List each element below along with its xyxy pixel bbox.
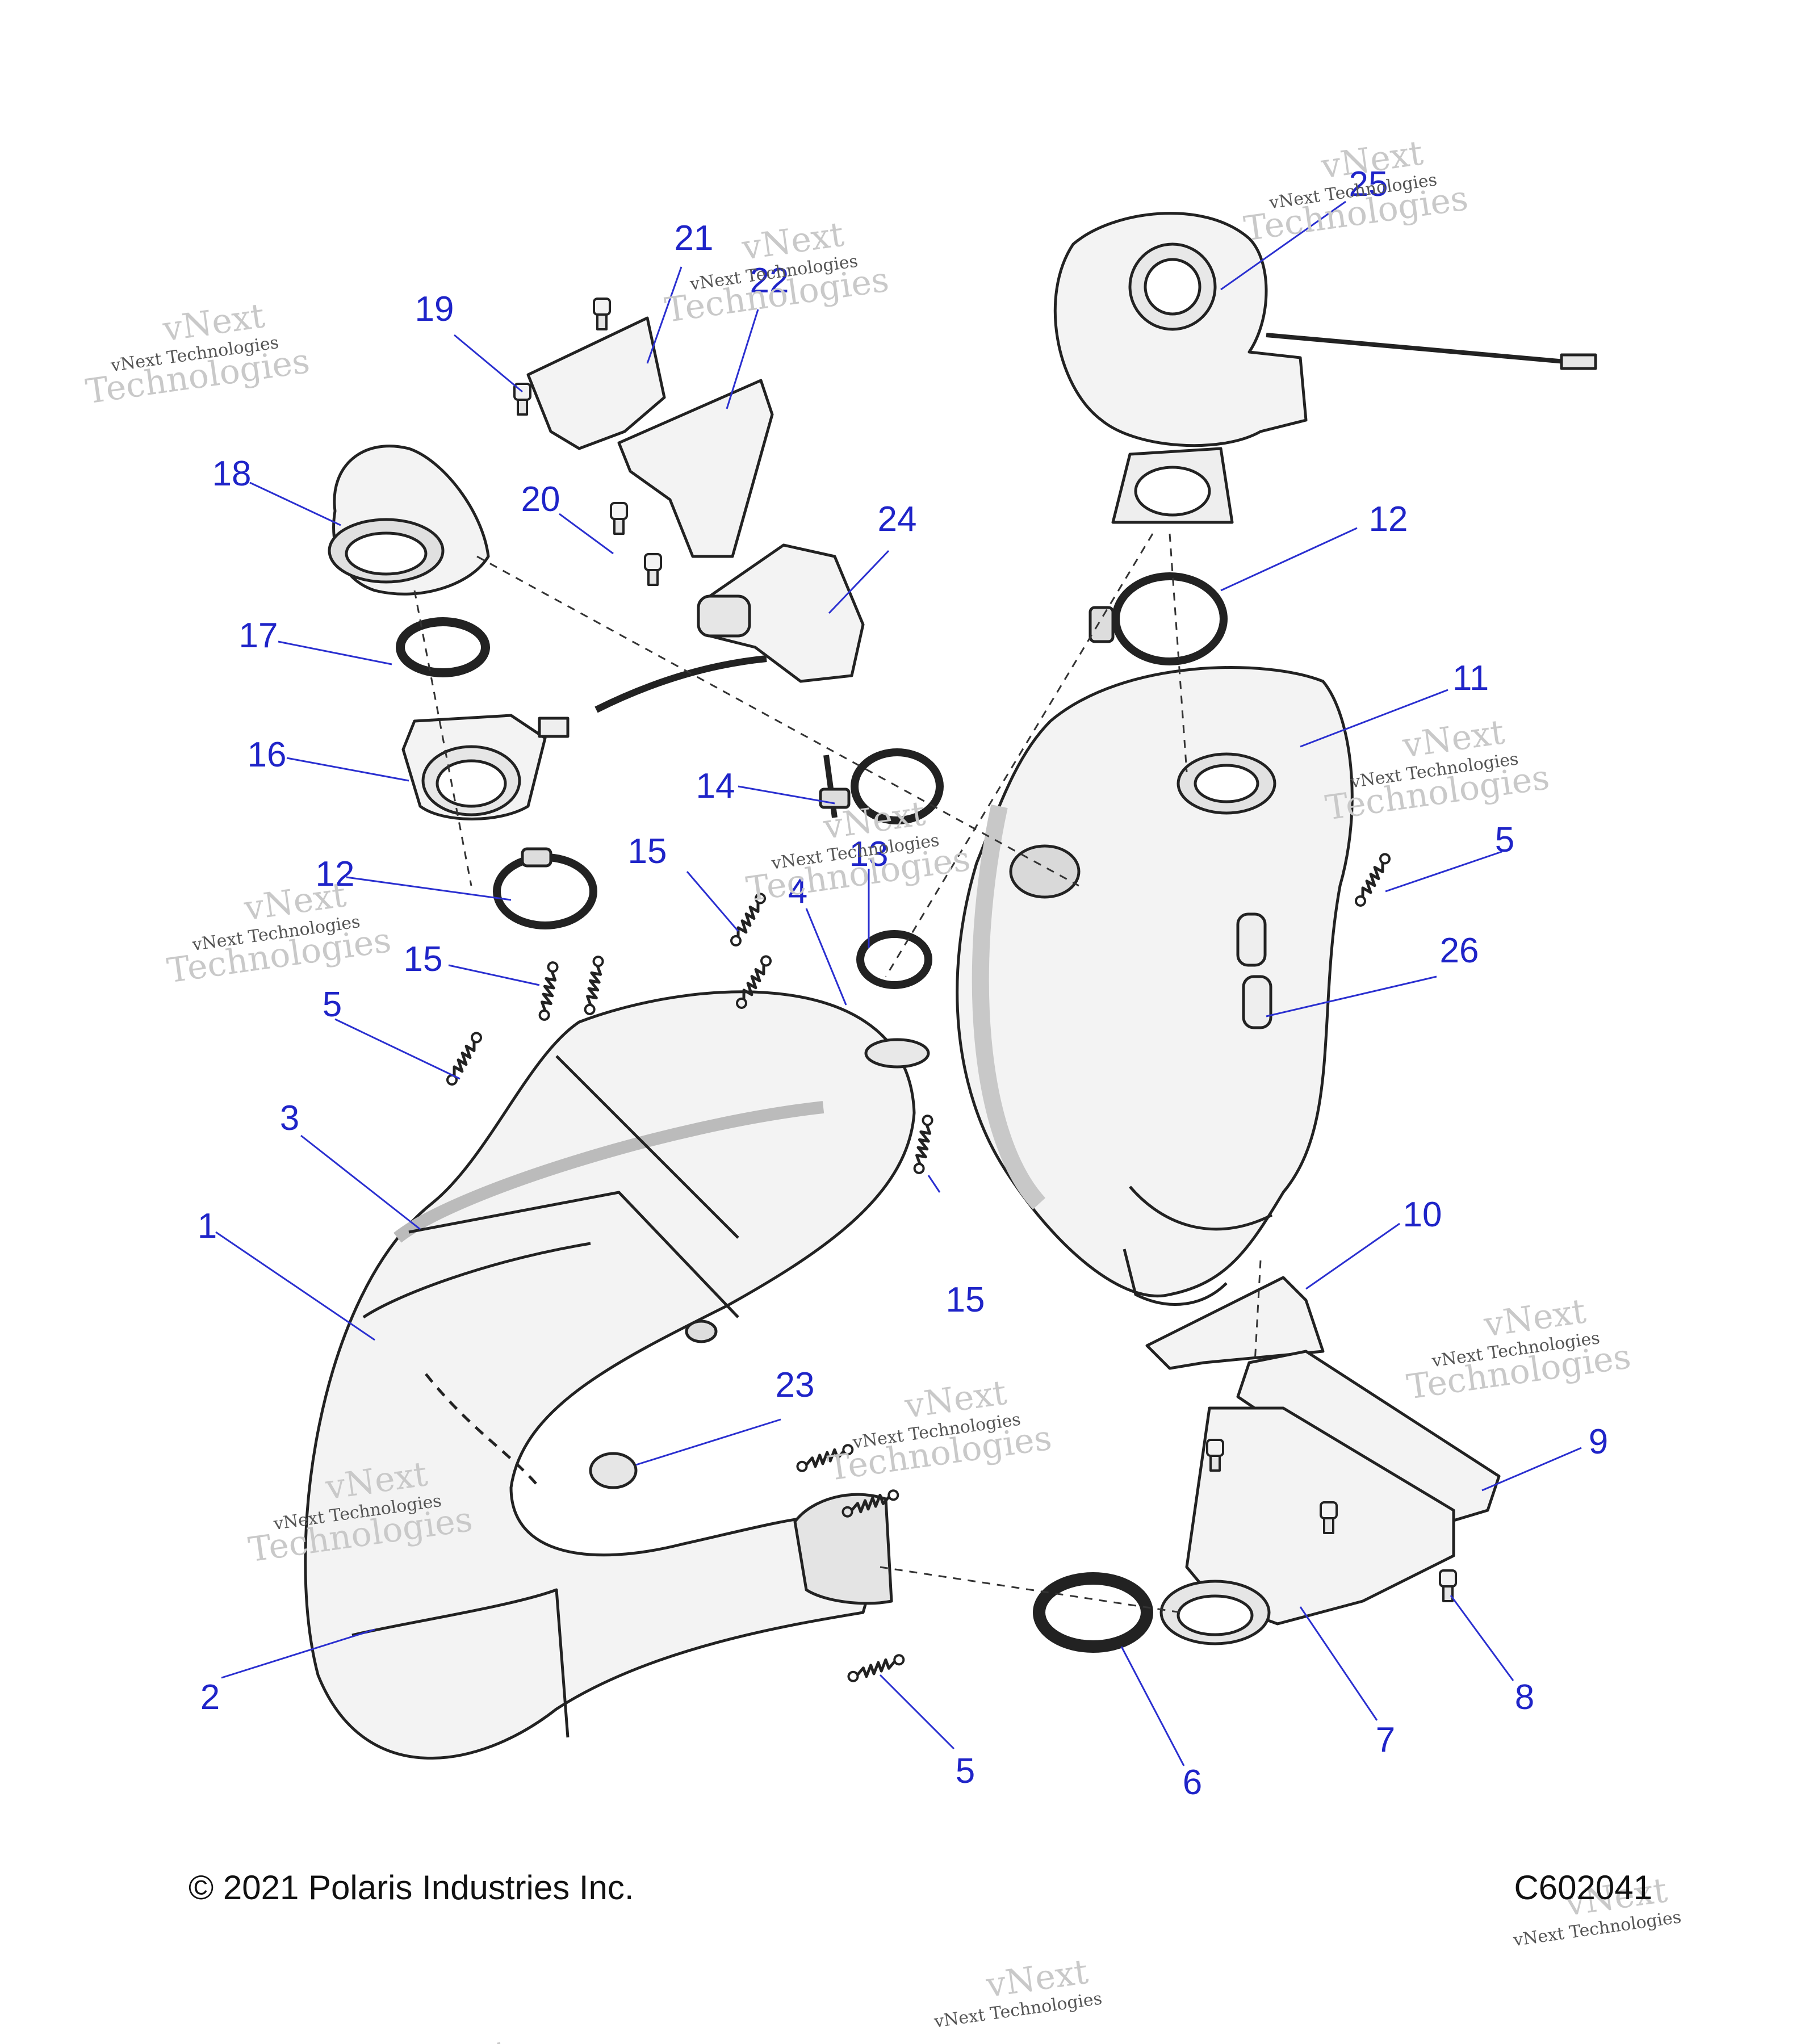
inlet-elbow	[328, 445, 490, 596]
callout-17: 17	[239, 616, 278, 655]
watermark: vNext vNext Technologies Technologies	[1404, 1291, 1633, 1407]
v-band-clamp-upper	[1088, 572, 1228, 665]
callout-12-upper: 12	[1369, 500, 1408, 539]
watermark: vNext vNext Technologies Technologies	[825, 1373, 1054, 1489]
leader-lines	[215, 200, 1582, 1766]
callout-5-left: 5	[323, 985, 342, 1024]
callout-labels: 1 2 3 4 5 5 5 6 7 8 9 10 11 12 12 13 14 …	[198, 165, 1608, 1802]
gasket-ring	[856, 930, 932, 989]
callout-2: 2	[200, 1678, 220, 1717]
spring-5-left	[446, 1032, 483, 1086]
callout-13: 13	[849, 835, 889, 874]
watermark: vNext vNext Technologies Technologies	[165, 875, 393, 991]
callout-15-left: 15	[404, 940, 443, 979]
callout-3: 3	[280, 1099, 299, 1138]
turbocharger	[1053, 212, 1597, 524]
callout-6: 6	[1183, 1763, 1202, 1802]
bolt-19	[514, 384, 530, 414]
muffler-bracket	[1145, 1276, 1325, 1370]
part-drawings	[304, 212, 1597, 1760]
drawing-code: C602041	[1514, 1869, 1652, 1907]
bolt-20a	[611, 503, 627, 534]
watermark: vNext vNext Technologies	[404, 2033, 512, 2044]
callout-19: 19	[415, 290, 454, 329]
callout-16: 16	[248, 735, 287, 774]
spring-15-e	[914, 1115, 932, 1174]
callout-20: 20	[521, 480, 560, 519]
bracket-lower	[617, 379, 774, 558]
drain-plug	[589, 1452, 638, 1489]
bracket-upper	[526, 316, 666, 450]
callout-21: 21	[675, 219, 714, 258]
bolt-20b	[645, 554, 661, 585]
copyright-notice: © 2021 Polaris Industries Inc.	[189, 1869, 634, 1907]
spring-5-bottom	[847, 1654, 905, 1682]
exhaust-pipe-heat-shield	[304, 990, 916, 1760]
exhaust-clamp	[819, 748, 944, 824]
assembly-lines	[413, 533, 1262, 1614]
manifold-gasket	[1236, 1350, 1501, 1529]
exhaust-seal-ring	[1033, 1572, 1153, 1653]
v-band-clamp-lower	[493, 847, 597, 929]
callout-7: 7	[1376, 1720, 1395, 1760]
svg-text:vNext: vNext	[404, 2033, 512, 2044]
callout-23: 23	[776, 1366, 815, 1405]
inlet-seal-ring	[396, 617, 490, 677]
callout-18: 18	[212, 454, 252, 493]
spring-15-d	[584, 956, 603, 1015]
spring-5-right	[1354, 853, 1391, 907]
slip-joint-ring	[864, 1038, 930, 1069]
callout-11: 11	[1452, 659, 1489, 698]
callout-12-lower: 12	[316, 855, 355, 894]
callout-9: 9	[1589, 1422, 1608, 1461]
callout-24: 24	[878, 500, 917, 539]
watermark: vNext vNext Technologies	[932, 1952, 1103, 2032]
wastegate-housing	[401, 714, 570, 820]
callout-15-right: 15	[946, 1280, 985, 1320]
callout-5-right: 5	[1495, 820, 1514, 860]
callout-25: 25	[1349, 165, 1388, 204]
callout-22: 22	[750, 261, 789, 300]
wastegate-actuator	[594, 543, 865, 713]
callout-4: 4	[788, 872, 807, 911]
watermark: vNext vNext Technologies Technologies	[1242, 133, 1471, 249]
manifold-bolt-a	[1207, 1440, 1223, 1471]
watermark: vNext vNext Technologies Technologies	[83, 296, 312, 412]
callout-10: 10	[1403, 1195, 1442, 1234]
callout-14: 14	[696, 767, 735, 806]
callout-8: 8	[1515, 1678, 1534, 1717]
manifold-bolt-b	[1321, 1502, 1337, 1533]
bracket-bolt	[594, 299, 610, 329]
callout-15-upper: 15	[628, 832, 667, 871]
callout-1: 1	[198, 1207, 217, 1246]
muffler	[956, 666, 1354, 1306]
callout-5-bottom: 5	[956, 1752, 975, 1791]
callout-26: 26	[1440, 931, 1479, 970]
bolt-8	[1440, 1570, 1456, 1601]
spring-15-c	[539, 962, 558, 1020]
